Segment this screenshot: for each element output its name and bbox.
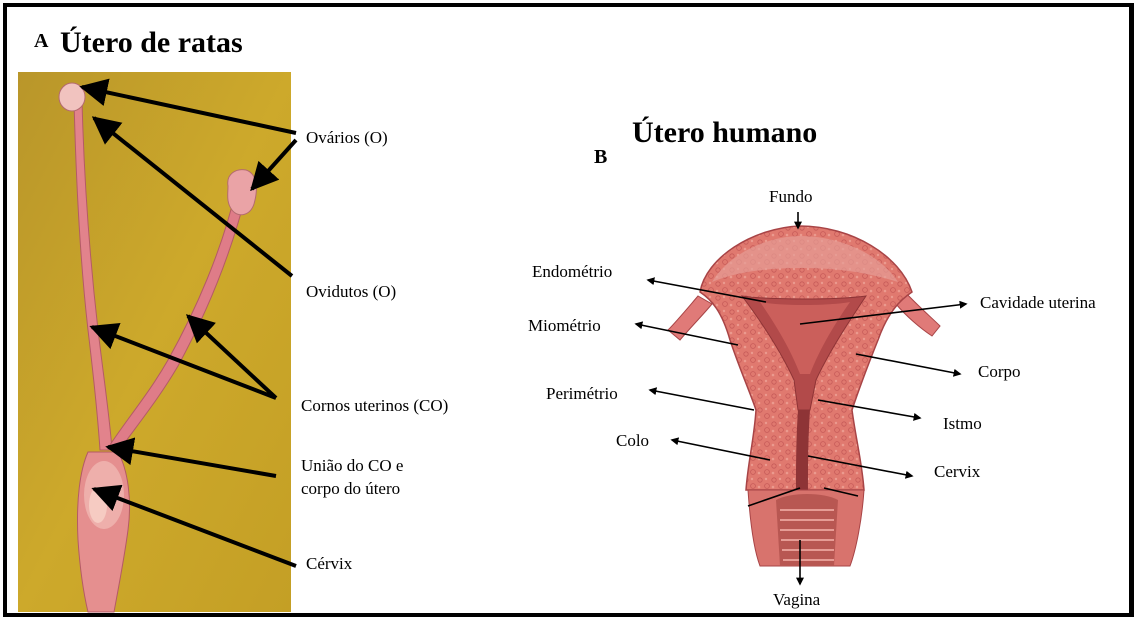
label-vagina: Vagina <box>773 590 820 610</box>
label-cervix-a: Cérvix <box>306 554 352 574</box>
label-ovidutos: Ovidutos (O) <box>306 282 396 302</box>
label-uniao-line1: União do CO e <box>301 456 403 476</box>
label-uniao-line2: corpo do útero <box>301 479 400 499</box>
label-ovarios: Ovários (O) <box>306 128 388 148</box>
label-cervix-b: Cervix <box>934 462 980 482</box>
label-cornos-uterinos: Cornos uterinos (CO) <box>301 396 448 416</box>
human-uterus-illustration <box>668 226 940 566</box>
rat-uterus-photo <box>18 72 291 612</box>
label-colo: Colo <box>616 431 649 451</box>
label-miometrio: Miométrio <box>528 316 601 336</box>
label-istmo: Istmo <box>943 414 982 434</box>
label-corpo: Corpo <box>978 362 1021 382</box>
label-cavidade-uterina: Cavidade uterina <box>980 293 1096 313</box>
arrow-perimetrio <box>650 390 754 410</box>
label-endometrio: Endométrio <box>532 262 612 282</box>
label-fundo: Fundo <box>769 187 812 207</box>
arrow-corpo <box>856 354 960 374</box>
label-perimetrio: Perimétrio <box>546 384 618 404</box>
